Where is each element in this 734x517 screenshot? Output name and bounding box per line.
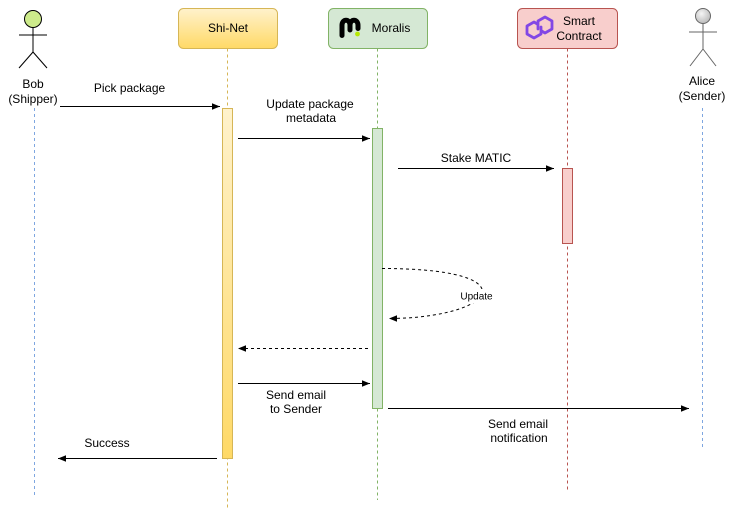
message-send-email-notification: Send email notification [388,405,689,445]
smart-contract-label-line-2: Contract [556,29,602,43]
alice-right-leg [702,48,717,67]
shinet-activation-bar [222,108,233,459]
actor-alice: Alice (Sender) [679,8,726,448]
alice-left-leg [689,48,704,67]
shinet-label: Shi-Net [208,21,249,35]
alice-head [695,8,711,24]
alice-name: Alice [689,74,715,88]
message-label-line-2: notification [490,431,547,445]
bob-head [24,10,42,28]
participant-shinet: Shi-Net [178,8,278,508]
polygon-logo-icon [525,15,554,40]
moralis-logo-icon [339,17,361,38]
bob-stick-figure-icon [18,10,48,69]
message-send-email-to-sender: Send email to Sender [238,380,370,416]
bob-right-leg [32,51,48,69]
message-label: Pick package [94,81,166,95]
message-self-update: Update [381,268,495,322]
message-label: Stake MATIC [441,151,512,165]
moralis-logo-dot [355,31,360,37]
polygon-logo-left-link [525,20,543,40]
message-label-line-2: metadata [286,111,336,125]
message-label-line-1: Update package [266,97,354,111]
message-pick-package: Pick package [60,81,220,110]
alice-stick-figure-icon [689,8,717,67]
smart-contract-activation-bar [562,168,573,244]
self-call-arrow [381,268,483,322]
polygon-logo-right-link [536,15,554,35]
actor-bob: Bob (Shipper) [8,10,58,495]
message-label: Success [84,436,129,450]
moralis-logo-mark [339,17,361,38]
self-call-label-background [458,289,495,303]
smart-contract-label-line-1: Smart [563,14,596,28]
alice-role: (Sender) [679,89,726,103]
message-update-package-metadata: Update package metadata [238,97,370,142]
moralis-activation-bar [372,128,383,409]
message-label-line-1: Send email [266,388,326,402]
message-label-line-1: Send email [488,417,548,431]
moralis-label: Moralis [372,21,411,35]
bob-name: Bob [22,77,44,91]
bob-role: (Shipper) [8,92,57,106]
message-label: Update [460,292,493,303]
message-stake-matic: Stake MATIC [398,151,554,172]
message-success: Success [58,436,217,462]
bob-left-leg [18,51,34,69]
message-label-line-2: to Sender [270,402,322,416]
participant-smart-contract: Smart Contract [517,8,618,490]
shinet-header-box [178,8,278,49]
